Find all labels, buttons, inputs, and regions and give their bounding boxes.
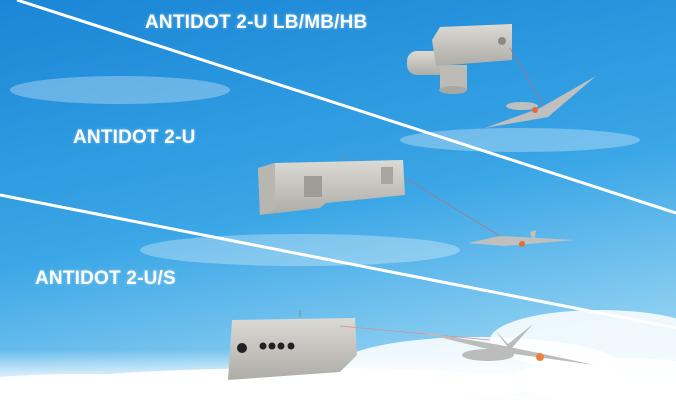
drone-1 [485,76,596,128]
divider-line-2 [0,193,676,330]
product-label-2u: ANTIDOT 2-U [73,127,196,148]
product-label-2us: ANTIDOT 2-U/S [35,268,176,289]
divider-line-1 [16,0,676,215]
antidot-lb-mb-hb-device [407,24,546,109]
antidot-2u-device [258,153,504,239]
drone-2 [468,230,575,247]
drone-3 [410,324,595,365]
sky-haze [10,76,640,266]
antidot-2us-device [228,310,491,380]
product-label-lb-mb-hb: ANTIDOT 2-U LB/MB/HB [145,12,368,33]
